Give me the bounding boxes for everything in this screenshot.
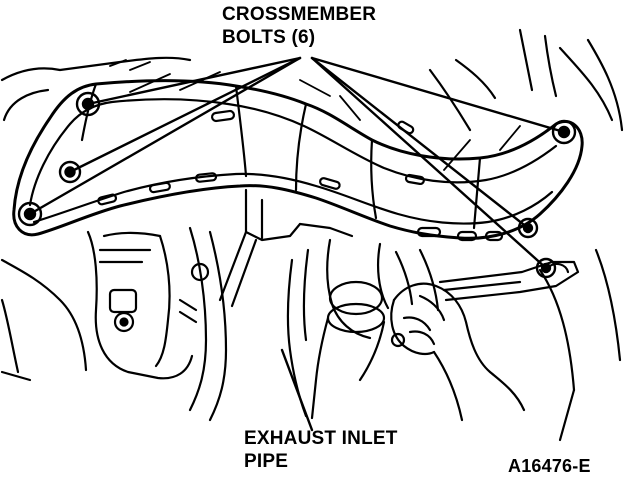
exhaust-inlet-pipe-label-line1: EXHAUST INLET xyxy=(244,428,398,449)
beam-detail xyxy=(109,59,521,171)
vehicle-body-outline xyxy=(0,28,624,442)
exhaust-pipe-leader xyxy=(280,348,314,432)
crossmember-bolts-leaders xyxy=(28,56,566,270)
exhaust-inlet-pipe xyxy=(286,238,440,420)
crossmember-bolts-label-line2: BOLTS (6) xyxy=(222,27,316,48)
hand-with-wrench xyxy=(390,260,580,422)
crossmember-bolts-label-line1: CROSSMEMBER xyxy=(222,4,377,25)
exhaust-inlet-pipe-label-line2: PIPE xyxy=(244,451,289,472)
mounting-bracket xyxy=(218,188,354,308)
crossmember-beam xyxy=(12,79,584,242)
figure-identifier: A16476-E xyxy=(508,456,591,476)
left-suspension xyxy=(0,226,228,422)
